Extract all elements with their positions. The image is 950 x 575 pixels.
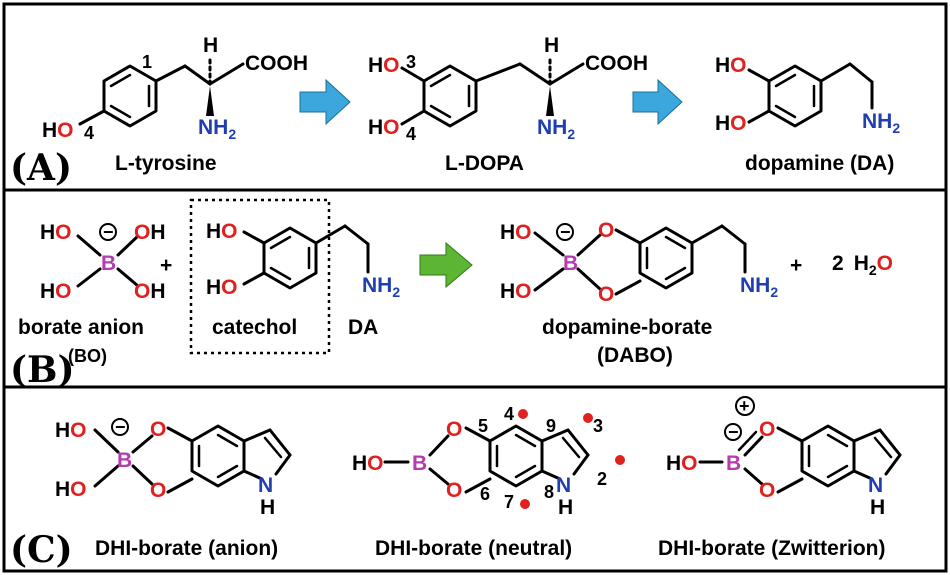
tyrosine-num-1: 1 (142, 52, 152, 72)
dhi-anion-n: N (258, 474, 273, 497)
borate-ho-tl: HO (40, 221, 72, 244)
tyrosine-h: H (203, 34, 218, 57)
ldopa-num-3: 3 (406, 52, 416, 72)
dhi-neutral-o-bottom: O (446, 479, 462, 502)
reactive-site-7 (520, 499, 530, 509)
arrow-a1 (299, 78, 351, 126)
dopamine-structure (747, 62, 874, 128)
dhi-anion-h: H (260, 496, 275, 519)
da-nh2: NH2 (362, 274, 400, 300)
dhi-anion-b: B (117, 449, 132, 472)
dhi-neutral-b: B (412, 452, 427, 475)
ldopa-num-4: 4 (406, 124, 416, 144)
l-dopa-structure (400, 56, 585, 128)
name-dhi-anion: DHI-borate (anion) (95, 537, 278, 560)
ldopa-h: H (544, 34, 559, 57)
da-structure (242, 224, 370, 290)
panel-label-a: (A) (10, 147, 72, 189)
tyrosine-nh2: NH2 (198, 116, 236, 142)
dhi-neutral-num-3: 3 (593, 416, 603, 436)
arrow-b (419, 241, 473, 289)
name-borate-anion: borate anion (18, 316, 144, 339)
dhi-neutral-num-2: 2 (597, 469, 607, 489)
plus-b2: + (790, 254, 802, 277)
dabo-ho-top: HO (500, 221, 532, 244)
dhi-zwitterion-minus: − (728, 422, 739, 442)
name-dhi-neutral: DHI-borate (neutral) (375, 537, 572, 560)
tyrosine-cooh: COOH (245, 52, 308, 75)
plus-b1: + (160, 254, 172, 277)
ldopa-cooh: COOH (585, 52, 648, 75)
dopamine-ho-top: HO (715, 54, 747, 77)
dhi-neutral-structure (383, 424, 590, 494)
name-l-dopa: L-DOPA (445, 152, 524, 175)
dabo-o-bottom: O (598, 283, 614, 306)
name-l-tyrosine: L-tyrosine (115, 152, 217, 175)
dhi-zwitterion-b: B (726, 452, 741, 475)
borate-minus: − (103, 222, 114, 242)
dhi-neutral-num-8: 8 (544, 482, 554, 502)
tyrosine-ho: HO (42, 119, 74, 142)
dhi-neutral-n: N (556, 474, 571, 497)
dhi-anion-o-top: O (150, 418, 166, 441)
dhi-neutral-ho: HO (352, 452, 384, 475)
ldopa-ho-3: HO (368, 54, 400, 77)
dopamine-ho-bottom: HO (715, 112, 747, 135)
dabo-b: B (563, 252, 578, 275)
name-dhi-zwitterion: DHI-borate (Zwitterion) (658, 537, 885, 560)
dhi-zwitterion-n: N (868, 474, 883, 497)
dhi-zwitterion-o-top: O (759, 418, 775, 441)
dhi-neutral-num-9: 9 (546, 416, 556, 436)
dabo-ho-bottom: HO (500, 280, 532, 303)
borate-anion-structure (76, 223, 140, 288)
dhi-neutral-num-4: 4 (504, 404, 514, 424)
dhi-neutral-o-top: O (446, 418, 462, 441)
borate-b: B (101, 252, 116, 275)
dhi-zwitterion-o-bottom: O (759, 479, 775, 502)
panel-c-frame (2, 385, 948, 573)
tyrosine-num-4: 4 (84, 123, 94, 143)
dhi-zwitterion-h: H (870, 496, 885, 519)
dhi-anion-o-bottom: O (150, 479, 166, 502)
dhi-neutral-num-7: 7 (504, 492, 514, 512)
dabo-minus: − (560, 222, 571, 242)
arrow-a2 (632, 78, 683, 126)
dhi-zwitterion-plus: + (739, 396, 750, 416)
borate-ho-bl: HO (40, 280, 72, 303)
ldopa-nh2: NH2 (537, 116, 575, 142)
dhi-anion-ho-top: HO (55, 419, 87, 442)
panel-label-b: (B) (10, 349, 75, 391)
dabo-o-top: O (598, 219, 614, 242)
dhi-zwitterion-structure (698, 396, 902, 494)
panel-label-c: (C) (10, 529, 73, 571)
reactive-site-2 (615, 455, 625, 465)
dhi-neutral-h: H (558, 496, 573, 519)
dhi-neutral-num-6: 6 (480, 484, 490, 504)
catechol-box (189, 198, 331, 355)
ldopa-ho-4: HO (368, 116, 400, 139)
name-dabo-line2: (DABO) (597, 344, 673, 367)
da-ho-top: HO (206, 220, 238, 243)
dhi-zwitterion-ho: HO (666, 452, 698, 475)
name-dabo-line1: dopamine-borate (542, 316, 712, 339)
da-ho-bottom: HO (206, 276, 238, 299)
name-bo: (BO) (68, 346, 107, 366)
name-dopamine: dopamine (DA) (745, 152, 894, 175)
dhi-anion-minus: − (115, 417, 126, 437)
borate-oh-br: OH (134, 280, 166, 303)
reactive-site-4 (518, 409, 528, 419)
dhi-neutral-num-5: 5 (478, 416, 488, 436)
borate-oh-tr: OH (134, 221, 166, 244)
l-tyrosine-structure (78, 56, 245, 128)
name-da: DA (348, 316, 378, 339)
name-catechol: catechol (212, 316, 297, 339)
dabo-nh2: NH2 (740, 274, 778, 300)
dabo-structure (533, 223, 747, 296)
dhi-anion-structure (93, 418, 292, 494)
dopamine-nh2: NH2 (862, 110, 900, 136)
dhi-anion-ho-bottom: HO (55, 478, 87, 501)
reactive-site-3 (583, 413, 593, 423)
